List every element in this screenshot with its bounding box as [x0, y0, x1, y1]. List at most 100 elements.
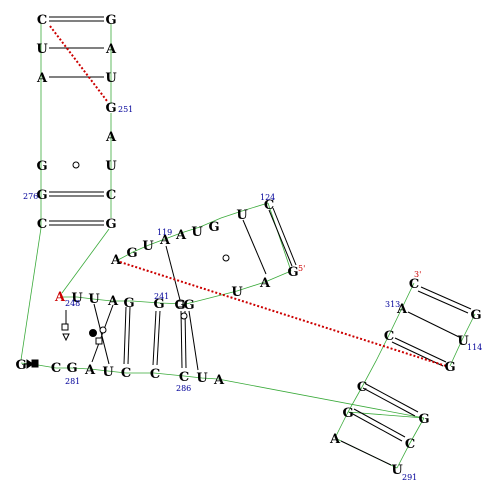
backbone-segment	[20, 362, 219, 380]
pair-line	[188, 310, 199, 371]
number-251: 251	[118, 105, 133, 114]
pair-line	[353, 408, 406, 438]
wobble-circle-symbol	[222, 254, 230, 262]
base-u8: U	[102, 365, 114, 380]
noncanonical-symbols	[26, 161, 230, 369]
base-a1: A	[105, 42, 117, 57]
base-a5: A	[259, 276, 271, 291]
base-g12: G	[342, 406, 353, 421]
pair-line	[417, 290, 469, 314]
pair-line	[152, 310, 157, 366]
five-prime-end: 5'	[298, 264, 305, 273]
base-a9: A	[213, 373, 225, 388]
number-124: 124	[260, 193, 275, 202]
base-g11: G	[418, 412, 429, 427]
pair-line	[93, 303, 110, 365]
base-g6: G	[123, 296, 134, 311]
base-g2: G	[36, 159, 47, 174]
square-symbol	[95, 337, 103, 345]
base-a3: A	[105, 130, 117, 145]
pair-line	[180, 310, 183, 369]
base-u124: U	[236, 208, 248, 223]
three-prime-end: 3'	[414, 270, 421, 279]
base-c2: C	[106, 188, 116, 203]
base-u7: U	[88, 292, 100, 307]
backbone-segment	[267, 202, 292, 272]
triangle-symbol	[62, 333, 70, 342]
base-a10: A	[329, 432, 341, 447]
base-a6: A	[107, 294, 119, 309]
base-g5: G	[126, 246, 137, 261]
base-g251: G	[105, 101, 116, 116]
base-u9: U	[196, 371, 208, 386]
base-g7: G	[174, 298, 185, 313]
base-c124: C	[264, 198, 274, 213]
backbone-segment	[217, 378, 425, 419]
base-g241: G	[153, 297, 164, 312]
square-symbol	[61, 323, 69, 331]
strand-ends: 5' 3'	[298, 264, 421, 279]
base-c3: C	[37, 217, 47, 232]
nucleotide-bases: C G U A A U G A G U G C C G C U G U A G …	[15, 13, 481, 478]
base-u1: U	[36, 42, 48, 57]
filled-triangle-symbol	[26, 359, 34, 369]
base-u6: U	[231, 285, 243, 300]
base-c286: C	[179, 370, 189, 385]
base-c6: C	[150, 367, 160, 382]
wobble-circle-symbol	[180, 312, 188, 320]
base-c9: C	[405, 437, 415, 452]
backbone-segment	[117, 202, 269, 261]
base-u248: U	[71, 291, 83, 306]
number-114: 114	[467, 343, 482, 352]
pair-line	[91, 304, 114, 363]
pair-line	[340, 440, 392, 466]
backbone-segment	[396, 417, 425, 469]
base-a248: A	[110, 253, 122, 268]
number-276: 276	[23, 192, 38, 201]
base-u5: U	[142, 239, 154, 254]
base-c7: C	[384, 329, 394, 344]
wobble-circle-symbol	[72, 161, 80, 169]
number-241: 241	[154, 292, 169, 301]
backbone-segment	[61, 228, 110, 294]
sequence-numbers: 251 276 124 119 248 241 281 286 313 114 …	[23, 105, 482, 482]
pair-line	[184, 310, 187, 369]
base-a2: A	[36, 71, 48, 86]
number-286: 286	[176, 384, 191, 393]
base-c3p: C	[409, 277, 419, 292]
backbone-segment	[449, 313, 476, 367]
backbone-segment	[264, 270, 292, 283]
base-g281: G	[66, 361, 77, 376]
number-291: 291	[402, 473, 417, 482]
square-symbol	[176, 300, 184, 308]
pair-line	[268, 209, 293, 267]
pair-line	[242, 219, 267, 275]
base-a119: A	[159, 233, 171, 248]
base-g-left: G	[15, 358, 26, 373]
number-119: 119	[157, 228, 172, 237]
filled-circle-symbol	[89, 329, 97, 337]
highlighted-bases: A	[54, 290, 66, 305]
base-g4: G	[208, 220, 219, 235]
pair-line	[156, 310, 161, 366]
base-a248-red: A	[54, 290, 66, 305]
base-u2: U	[105, 71, 117, 86]
tertiary-line	[119, 261, 447, 367]
base-c8: C	[357, 380, 367, 395]
base-g3: G	[105, 217, 116, 232]
number-313: 313	[385, 300, 400, 309]
base-c4: C	[51, 361, 61, 376]
pair-line	[272, 207, 297, 266]
base-g5p: G	[287, 265, 298, 280]
base-g10: G	[444, 360, 455, 375]
pair-line	[407, 311, 460, 338]
base-g1: G	[105, 13, 116, 28]
base-c5: C	[121, 366, 131, 381]
base-u3: U	[105, 159, 117, 174]
backbone-segment	[20, 227, 42, 361]
base-u4: U	[191, 225, 203, 240]
base-g8: G	[183, 298, 194, 313]
number-281: 281	[65, 377, 80, 386]
tertiary-interaction-lines	[49, 25, 447, 367]
base-c1: C	[37, 13, 47, 28]
